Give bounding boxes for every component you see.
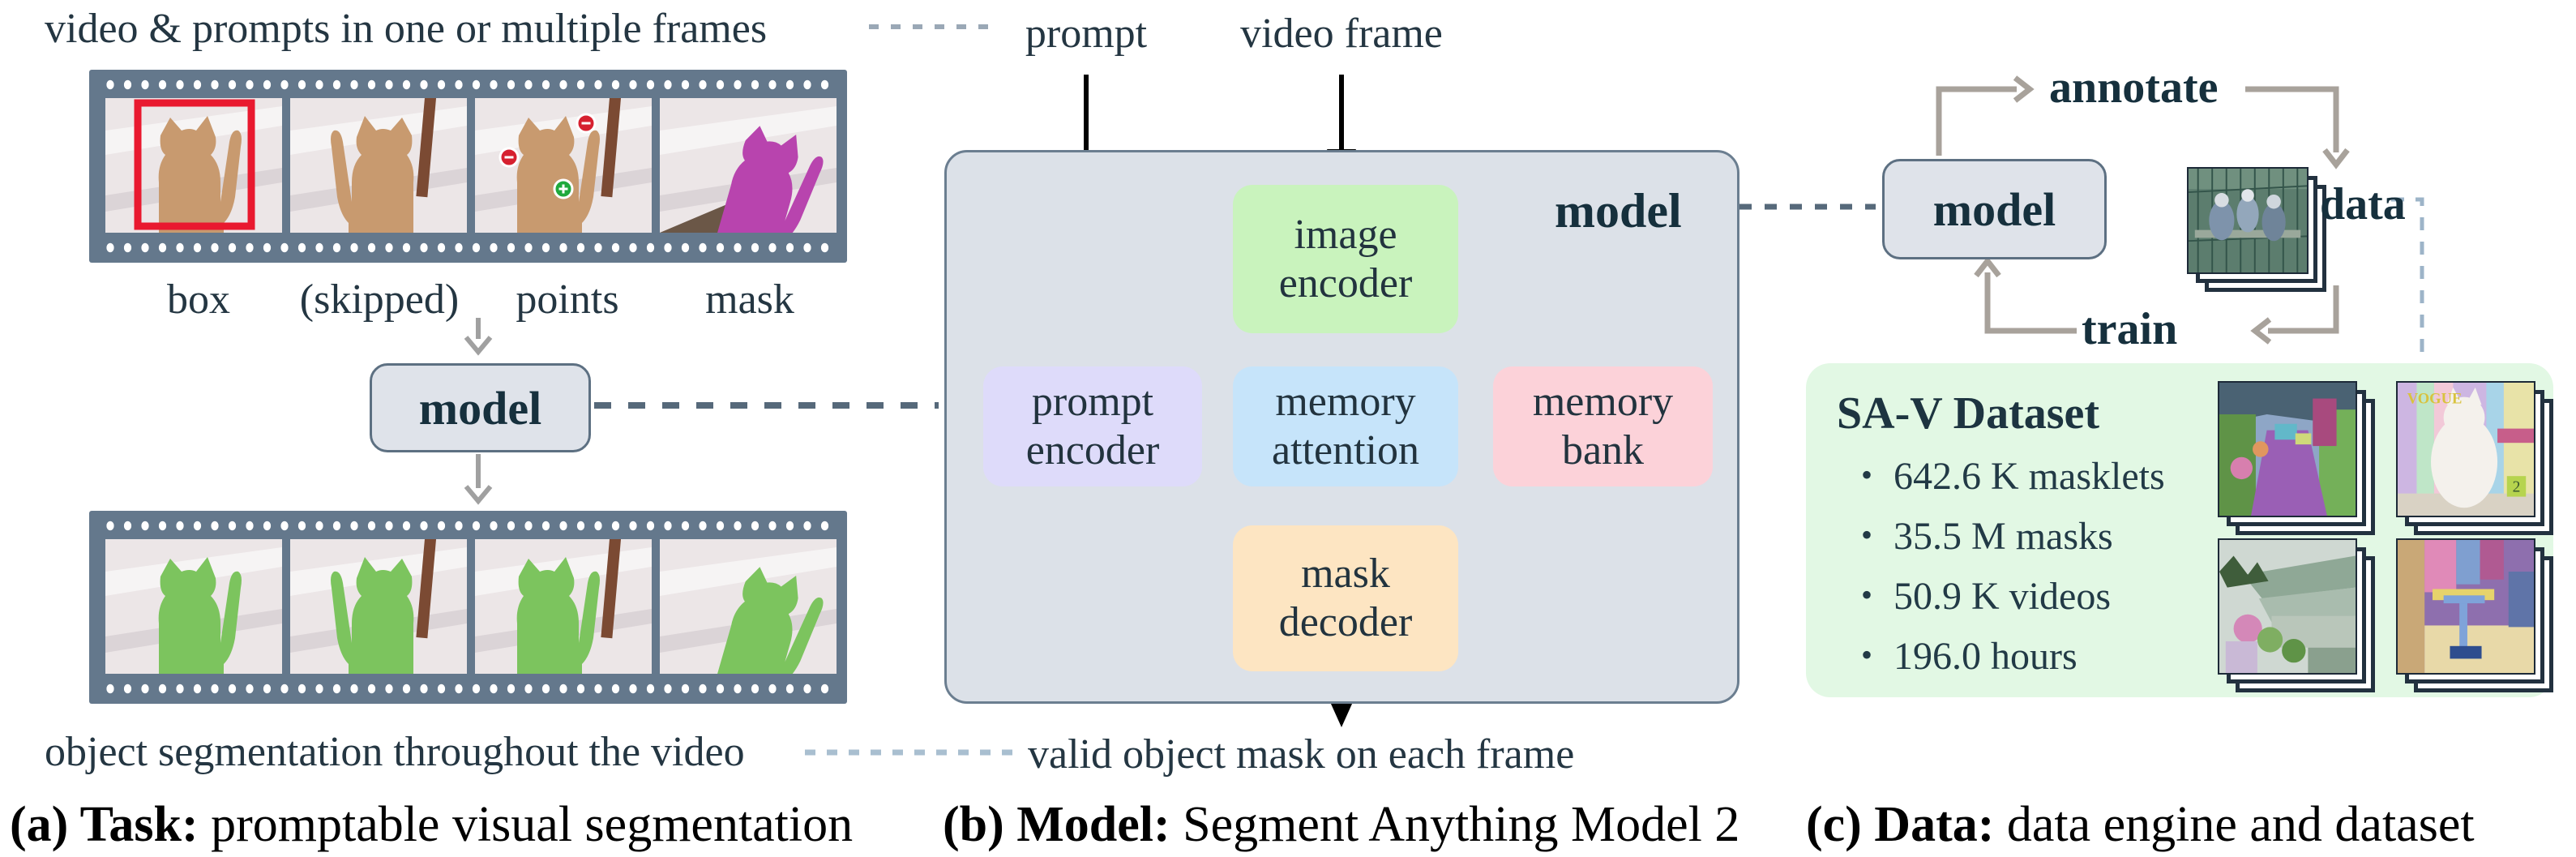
caption-model: (b) Model: Segment Anything Model 2 [943,796,1739,854]
image-encoder-label: image encoder [1278,211,1413,306]
sav-sample-street [2218,381,2375,535]
data-label: data [2320,179,2406,229]
arrow-data-to-train [2268,285,2339,334]
stat-videos: 50.9 K videos [1861,574,2165,619]
data-video-thumbnail [2187,167,2309,274]
frame-label-points: points [516,276,619,323]
input-filmstrip [89,70,847,263]
stat-masks: 35.5 M masks [1861,514,2165,559]
film-sprocket-holes [102,518,834,533]
annotate-label: annotate [2049,62,2219,113]
film-sprocket-holes [102,240,834,255]
film-frame-green-3 [475,539,652,674]
film-sprocket-holes [102,681,834,696]
film-frame-green-1 [105,539,282,674]
svg-text:2: 2 [2513,479,2521,496]
train-label: train [2082,304,2178,354]
image-encoder-box: image encoder [1233,185,1458,333]
caption-task: (a) Task: promptable visual segmentation [10,796,853,854]
task-header-text: video & prompts in one or multiple frame… [45,6,768,52]
task-footer-text: object segmentation throughout the video [45,729,745,775]
sav-sample-room [2396,538,2553,692]
sav-thumbnail [2218,381,2357,517]
mask-decoder-label: mask decoder [1278,551,1413,645]
film-sprocket-holes [102,77,834,92]
sav-thumbnail: 2 VOGUE [2396,381,2535,517]
stat-hours: 196.0 hours [1861,634,2165,679]
film-frame-green-4 [660,539,837,674]
film-frame-skipped-2 [290,98,467,233]
sav-sample-cat: 2 VOGUE [2396,381,2553,535]
frame-label-box: box [167,276,230,323]
sav-thumbnail [2396,538,2535,675]
model-box-label: model [418,381,542,435]
mask-decoder-box: mask decoder [1233,525,1458,671]
arrow-model-to-annotate [1936,86,2017,156]
caption-data-bold: (c) Data: [1806,797,1995,852]
video-frame-input-label: video frame [1240,11,1443,57]
caption-model-bold: (b) Model: [943,797,1170,852]
output-filmstrip [89,511,847,704]
sav-dataset-title: SA-V Dataset [1837,388,2100,439]
sav-sample-temple [2218,538,2375,692]
caption-task-bold: (a) Task: [10,797,199,852]
sav-dataset-stats: 642.6 K masklets 35.5 M masks 50.9 K vid… [1861,454,2165,694]
caption-task-rest: promptable visual segmentation [198,797,854,852]
memory-attention-box: memory attention [1233,366,1458,486]
data-video-stack [2187,167,2326,292]
prompt-input-label: prompt [1025,11,1148,57]
frame-label-skipped: (skipped) [299,276,460,323]
memory-attention-label: memory attention [1272,379,1419,473]
film-frame-box-1 [105,98,282,233]
film-frame-green-2 [290,539,467,674]
model-box-task: model [370,363,591,452]
arrow-train-to-model [1984,272,2077,334]
stat-masklets: 642.6 K masklets [1861,454,2165,499]
model-box-data-engine: model [1882,159,2107,259]
caption-data-rest: data engine and dataset [1994,797,2475,852]
film-frame-points-3 [475,98,652,233]
caption-model-rest: Segment Anything Model 2 [1170,797,1740,852]
memory-bank-box: memory bank [1493,366,1713,486]
model-container-label: model [1555,184,1682,238]
svg-text:VOGUE: VOGUE [2407,390,2463,407]
prompt-encoder-box: prompt encoder [983,366,1202,486]
arrow-annotate-to-data [2245,86,2339,152]
model-footer-text: valid object mask on each frame [1028,731,1575,778]
frame-label-mask: mask [705,276,794,323]
sav-thumbnail [2218,538,2357,675]
prompt-encoder-label: prompt encoder [1025,379,1160,473]
memory-bank-label: memory bank [1532,379,1674,473]
caption-data: (c) Data: data engine and dataset [1806,796,2475,854]
model-box-label: model [1932,182,2056,236]
film-frame-mask-4 [660,98,837,233]
